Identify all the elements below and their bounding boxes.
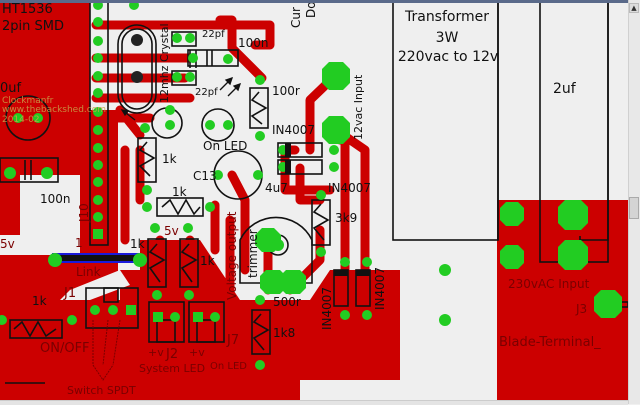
j1-label: J1 [63,286,76,301]
res-3k9-label: 3k9 [335,211,357,225]
res-1k8-label: 1k8 [273,326,295,340]
res-1k-c-outline [147,238,167,288]
diode-label-b: IN4007 [328,181,371,195]
res-1k-d-outline [179,238,199,288]
cap-c13-label: C13 [193,169,217,183]
trimmer-outline [239,216,313,284]
voltage-output-label: Voltage output [225,211,239,300]
res-100r-label: 100r [272,84,300,98]
watermark-line-3: 2014-02 [2,115,40,125]
system-led-label: System LED [139,362,205,375]
plus-v-a-label: +v [148,346,164,359]
cap-22pf-bottom-label: 22pf [195,87,218,98]
j10-header-outline [89,0,109,246]
window-top-border [0,0,628,3]
switch-spdt-label: Switch SPDT [67,384,136,397]
cap-100n-left-label: 100n [40,192,71,206]
res-1k-b-label: 1k [172,185,187,199]
input-230vac-label: 230vAC Input [508,277,590,291]
do-label: Do [304,1,318,18]
transformer-label-2: 3W [436,30,459,46]
cap-2uf-label: 2uf [553,81,577,97]
on-led-bottom-label: On LED [210,361,247,372]
scrollbar-thumb[interactable] [629,197,639,219]
res-1k-a-label: 1k [162,152,177,166]
cap-100uf-outline [5,95,51,141]
cap-100n-top-label: 100n [238,36,269,50]
input-12vac-label: 12vac Input [352,74,365,140]
cap-100uf-label: 0uf [0,81,22,96]
diode-label-d: IN4007 [373,267,387,310]
res-1k-d-label: 1k [200,254,215,268]
pcb-drawing[interactable]: HT1536 2pin SMD 0uf 100n 12mhz Crystal 2… [0,0,628,400]
cap-4u7-label: 4u7 [265,181,288,195]
res-1k-a-outline [137,137,157,183]
j7-label: J7 [226,333,239,348]
link-label: Link [76,265,101,279]
chip-label-1: HT1536 [2,2,53,17]
led-outline [201,108,235,142]
silkscreen-layer [0,0,628,384]
pads-layer [0,0,451,370]
res-1k-e-label: 1k [32,294,47,308]
res-1k-e-outline [9,319,63,339]
transformer-label-3: 220vac to 12v [398,49,498,65]
trimmer-label: trimmer [246,229,260,278]
res-1k8-outline [251,309,271,355]
horizontal-scrollbar[interactable] [0,400,628,405]
cap-22pf-top-label: 22pf [202,29,225,40]
watermark-line-1: Clockmanfr [2,96,54,106]
res-1k-c-label: 1k [130,237,145,251]
trimmer-value-label: 500r [273,295,301,309]
pcb-canvas[interactable]: HT1536 2pin SMD 0uf 100n 12mhz Crystal 2… [0,0,628,400]
label-5v-left: 5v [0,237,15,251]
current-label: Cur [289,7,303,28]
diode-label-c: IN4007 [320,287,334,330]
j10-label: J10 [77,203,91,223]
watermark-line-2: www.thebackshed.com [2,105,106,115]
octagonal-pads [255,62,622,318]
crystal-outline [117,24,157,114]
res-1k-b-outline [156,197,204,217]
diode-label-a: IN4007 [272,123,315,137]
scroll-up-arrow-icon[interactable]: ▲ [629,3,639,13]
on-off-label: ON/OFF [40,341,90,356]
chip-label-2: 2pin SMD [2,19,64,34]
blade-terminal-label: Blade-Terminal_ [499,335,601,350]
j2-label: J2 [165,347,178,362]
link-number-label: 1 [75,236,83,250]
j3-label: J3 [575,302,587,316]
res-100r-outline [249,87,269,129]
crystal-label: 12mhz Crystal [158,23,171,103]
plus-v-b-label: +v [189,346,205,359]
label-5v-mid: 5v [164,224,179,238]
led-label: On LED [203,139,247,153]
transformer-label-1: Transformer [404,9,489,25]
